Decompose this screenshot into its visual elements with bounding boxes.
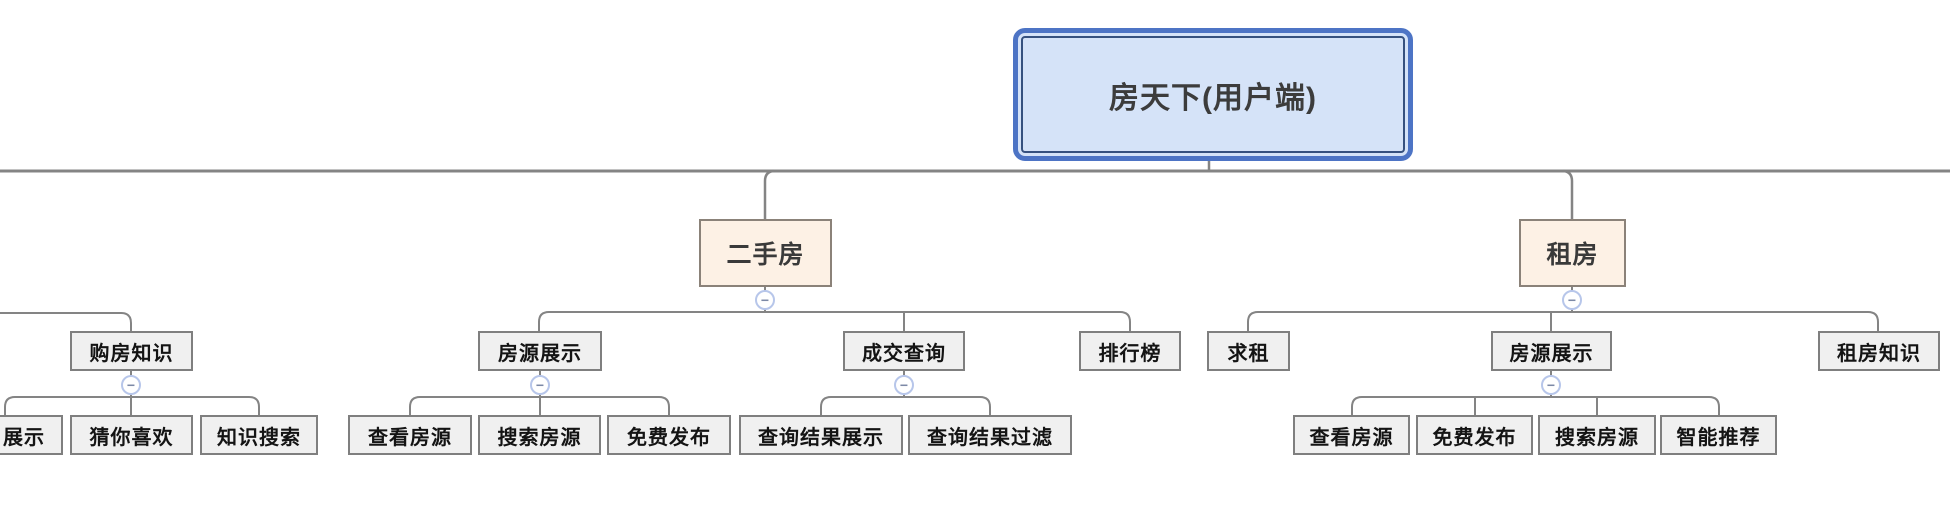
topic-chaxun-jieguo-zhanshi[interactable]: 查询结果展示	[739, 415, 903, 455]
topic-goufang-zhishi[interactable]: 购房知识	[70, 331, 193, 371]
topic-ershoufang[interactable]: 二手房	[699, 219, 832, 287]
topic-qiuzu[interactable]: 求租	[1207, 331, 1290, 371]
topic-ershou-fangyuan-zhanshi[interactable]: 房源展示	[478, 331, 602, 371]
collapse-icon-zufang[interactable]: −	[1562, 290, 1582, 310]
topic-zu-mianfei-fabu[interactable]: 免费发布	[1416, 415, 1533, 455]
collapse-icon-chengjiao-chaxun[interactable]: −	[894, 375, 914, 395]
topic-zhishi-sousuo[interactable]: 知识搜索	[200, 415, 318, 455]
collapse-icon-zu-fangyuan-zhanshi[interactable]: −	[1541, 375, 1561, 395]
topic-root[interactable]: 房天下(用户端)	[1013, 28, 1413, 161]
topic-zhanshi-partial[interactable]: 展示	[0, 415, 63, 455]
topic-root-inner-border	[1021, 36, 1405, 153]
topic-root-label: 房天下(用户端)	[1109, 81, 1317, 115]
topic-ershou-chakan-fangyuan[interactable]: 查看房源	[348, 415, 472, 455]
topic-ershou-mianfei-fabu[interactable]: 免费发布	[607, 415, 731, 455]
topic-zu-chakan-fangyuan[interactable]: 查看房源	[1293, 415, 1410, 455]
topic-zu-sousuo-fangyuan[interactable]: 搜索房源	[1538, 415, 1656, 455]
collapse-icon-ershoufang[interactable]: −	[755, 290, 775, 310]
topic-cainixihuan[interactable]: 猜你喜欢	[70, 415, 193, 455]
topic-chengjiao-chaxun[interactable]: 成交查询	[843, 331, 965, 371]
topic-paihangbang[interactable]: 排行榜	[1079, 331, 1181, 371]
topic-chaxun-jieguo-guolv[interactable]: 查询结果过滤	[908, 415, 1072, 455]
collapse-icon-goufang-zhishi[interactable]: −	[121, 375, 141, 395]
collapse-icon-ershou-fangyuan-zhanshi[interactable]: −	[530, 375, 550, 395]
topic-ershou-sousuo-fangyuan[interactable]: 搜索房源	[478, 415, 601, 455]
topic-zhineng-tuijian[interactable]: 智能推荐	[1660, 415, 1777, 455]
topic-zufang-zhishi[interactable]: 租房知识	[1818, 331, 1940, 371]
topic-zufang[interactable]: 租房	[1519, 219, 1626, 287]
topic-zu-fangyuan-zhanshi[interactable]: 房源展示	[1491, 331, 1612, 371]
